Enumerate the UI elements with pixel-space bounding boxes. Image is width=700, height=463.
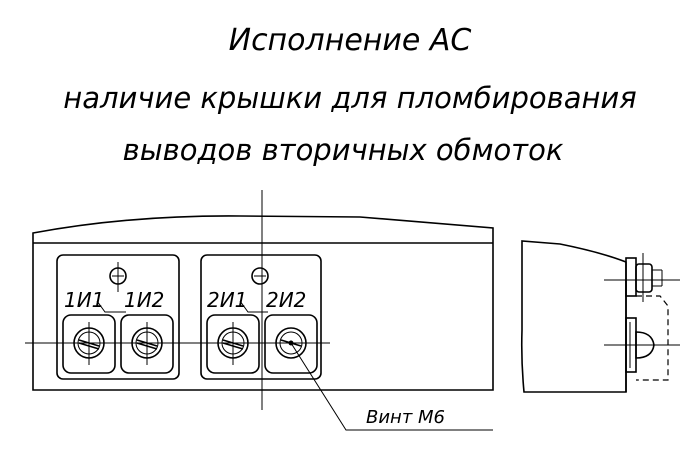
terminal-block-2I1 <box>206 314 260 374</box>
terminal-cover-1 <box>56 254 180 380</box>
seal-screw-1 <box>109 262 127 292</box>
terminal-cover-2 <box>200 254 322 380</box>
seal-screw-2 <box>251 267 269 285</box>
side-cover-hidden-outline <box>636 295 669 381</box>
callout-leader <box>290 342 493 431</box>
terminal-label-1I1: 1И1 <box>64 288 104 312</box>
title-line-2: наличие крышки для пломбирования <box>63 81 636 115</box>
callout-label: Винт М6 <box>366 407 445 428</box>
housing-outline <box>32 215 494 391</box>
terminal-block-2I2 <box>264 314 318 374</box>
side-view <box>520 240 680 393</box>
label-leader-2 <box>239 300 268 313</box>
side-housing-outline <box>520 240 627 393</box>
front-view: 1И1 1И2 2И1 2И2 <box>25 190 494 431</box>
terminal-label-2I1: 2И1 <box>207 288 247 312</box>
terminal-block-1I2 <box>120 314 174 374</box>
terminal-label-1I2: 1И2 <box>124 288 164 312</box>
side-cover <box>625 257 637 297</box>
title-line-3: выводов вторичных обмоток <box>123 133 564 167</box>
label-leader-1 <box>96 300 126 313</box>
terminal-block-1I1 <box>62 314 116 374</box>
terminal-label-2I2: 2И2 <box>266 288 306 312</box>
title-line-1: Исполнение АС <box>229 23 472 58</box>
